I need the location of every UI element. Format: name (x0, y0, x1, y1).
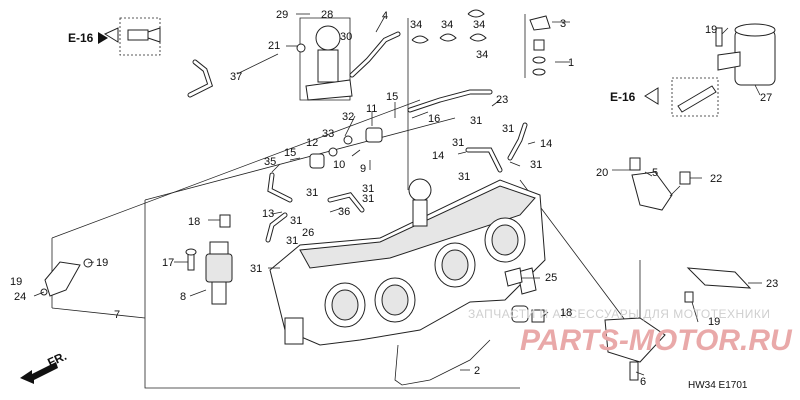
callout-25: 25 (545, 272, 557, 284)
callout-30: 30 (340, 31, 352, 43)
ref-e16-top[interactable]: E-16 (68, 31, 94, 45)
callout-34: 34 (476, 49, 488, 61)
callout-20: 20 (596, 167, 608, 179)
callout-3: 3 (560, 18, 566, 30)
callout-19: 19 (10, 276, 22, 288)
callout-34: 34 (441, 19, 453, 31)
callout-24: 24 (14, 291, 26, 303)
callout-31: 31 (250, 263, 262, 275)
callout-27: 27 (760, 92, 772, 104)
callout-18: 18 (560, 307, 572, 319)
front-direction-label: FR. (45, 349, 68, 370)
callout-19: 19 (708, 316, 720, 328)
callout-4: 4 (382, 10, 388, 22)
diagram-code: HW34 E1701 (688, 380, 748, 391)
ref-arrow-icon (98, 32, 108, 44)
callout-31: 31 (362, 183, 374, 195)
bracket-6 (604, 317, 666, 381)
callout-34: 34 (410, 19, 422, 31)
callout-12: 12 (306, 137, 318, 149)
watermark-text: ЗАПЧАСТИ И АКСЕССУАРЫ ДЛЯ МОТОТЕХНИКИ (468, 307, 770, 321)
bracket-24 (40, 258, 93, 297)
callout-18: 18 (188, 216, 200, 228)
callout-9: 9 (360, 163, 366, 175)
callout-22: 22 (710, 173, 722, 185)
throttle-body-assembly (269, 178, 546, 346)
callout-2: 2 (474, 365, 480, 377)
sensor-8 (205, 241, 233, 305)
callout-15: 15 (386, 91, 398, 103)
bolt-18 (219, 214, 231, 228)
callout-13: 13 (262, 208, 274, 220)
callout-37: 37 (230, 71, 242, 83)
callout-19: 19 (705, 24, 717, 36)
callout-14: 14 (540, 138, 552, 150)
callout-labels: 29 28 4 34 34 34 34 3 19 21 30 1 37 27 1… (10, 9, 778, 388)
callout-31: 31 (452, 137, 464, 149)
callout-29: 29 (276, 9, 288, 21)
callout-21: 21 (268, 40, 280, 52)
callout-11: 11 (366, 103, 377, 115)
clip-25 (504, 267, 523, 287)
callout-8: 8 (180, 291, 186, 303)
callout-31: 31 (286, 235, 298, 247)
bracket-23 (684, 267, 752, 303)
callout-5: 5 (652, 167, 658, 179)
hose-clips-34 (411, 9, 487, 44)
actuators-11-12 (309, 127, 383, 169)
callout-33: 33 (322, 128, 334, 140)
callout-14: 14 (432, 150, 444, 162)
callout-16: 16 (428, 113, 440, 125)
callout-31: 31 (502, 123, 514, 135)
leader-lines (33, 13, 762, 376)
callout-31: 31 (470, 115, 482, 127)
vacuum-fitting-top (103, 17, 161, 56)
callout-32: 32 (342, 111, 354, 123)
purge-control-valve (296, 17, 353, 101)
callout-10: 10 (333, 159, 345, 171)
callout-7: 7 (114, 309, 120, 321)
callout-15: 15 (284, 147, 296, 159)
canister-27 (715, 23, 776, 86)
callout-36: 36 (338, 206, 350, 218)
front-direction-arrow-icon (20, 362, 58, 384)
callout-34: 34 (473, 19, 485, 31)
callout-23: 23 (766, 278, 778, 290)
callout-1: 1 (568, 57, 574, 69)
callout-31: 31 (290, 215, 302, 227)
callout-23: 23 (496, 94, 508, 106)
bolt-set-1 (524, 14, 551, 78)
callout-19: 19 (96, 257, 108, 269)
callout-31: 31 (306, 187, 318, 199)
bolt-17 (185, 248, 197, 271)
watermark-logo: PARTS-MOTOR.RU (520, 324, 793, 357)
callout-31: 31 (458, 171, 470, 183)
callout-35: 35 (264, 156, 276, 168)
callout-31: 31 (530, 159, 542, 171)
cable-2 (394, 339, 491, 386)
ref-e16-right[interactable]: E-16 (610, 90, 636, 104)
bracket-5 (629, 157, 691, 211)
callout-28: 28 (321, 9, 333, 21)
callout-17: 17 (162, 257, 174, 269)
callout-26: 26 (302, 227, 314, 239)
callout-6: 6 (640, 376, 646, 388)
hose-right-e16 (644, 77, 719, 117)
callout-31: 31 (362, 193, 374, 205)
